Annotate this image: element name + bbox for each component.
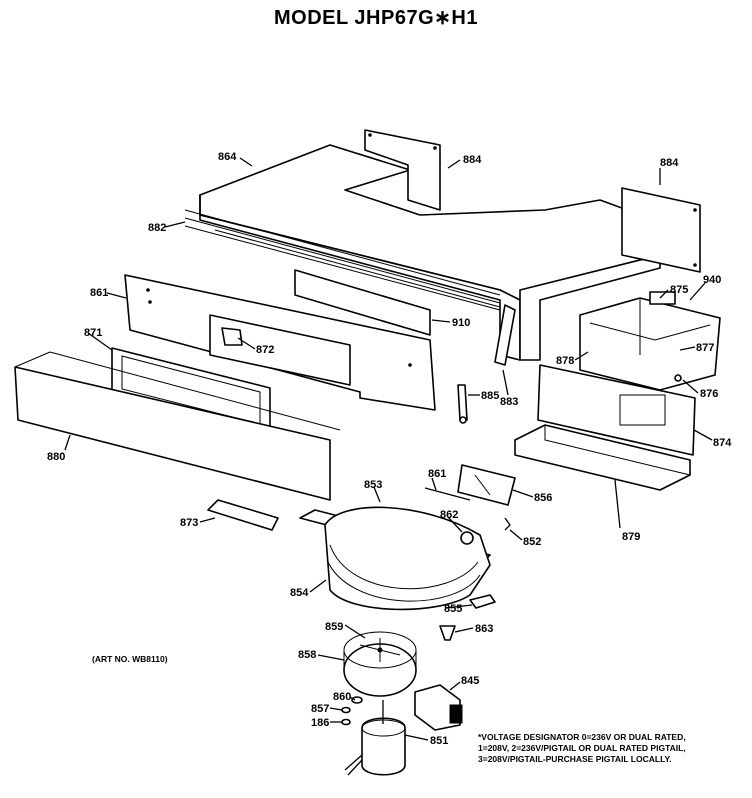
art-number: (ART NO. WB8110) bbox=[92, 654, 168, 664]
washer-860 bbox=[351, 696, 363, 704]
label-856: 856 bbox=[534, 492, 552, 504]
leader-lines bbox=[64, 157, 713, 741]
footnote-line-2: 1=208V, 2=236V/PIGTAIL OR DUAL RATED PIG… bbox=[478, 743, 686, 753]
label-845: 845 bbox=[461, 675, 479, 687]
label-885: 885 bbox=[481, 390, 499, 402]
switch-bracket-872 bbox=[209, 314, 351, 386]
bracket-873 bbox=[207, 499, 279, 531]
label-861-rod: 861 bbox=[428, 468, 446, 480]
label-860: 860 bbox=[333, 691, 351, 703]
label-852: 852 bbox=[523, 536, 541, 548]
rod-861 bbox=[424, 487, 471, 501]
label-864: 864 bbox=[218, 151, 237, 163]
page-title: MODEL JHP67G∗H1 bbox=[274, 7, 478, 29]
blower-wheel-858 bbox=[343, 631, 417, 697]
label-854: 854 bbox=[290, 587, 309, 599]
label-884-right: 884 bbox=[660, 157, 679, 169]
motor-851 bbox=[344, 700, 406, 776]
blower-housing-940 bbox=[579, 291, 721, 391]
label-882: 882 bbox=[148, 222, 166, 234]
bracket-855 bbox=[469, 594, 496, 609]
label-863: 863 bbox=[475, 623, 493, 635]
label-910: 910 bbox=[452, 317, 470, 329]
nut-186 bbox=[341, 718, 351, 726]
label-862: 862 bbox=[440, 509, 458, 521]
label-875: 875 bbox=[670, 284, 688, 296]
knob-863 bbox=[439, 625, 456, 641]
label-859: 859 bbox=[325, 621, 343, 633]
clip-852 bbox=[504, 517, 511, 531]
capacitor-845 bbox=[414, 684, 463, 731]
hood-back-panel-884 bbox=[364, 129, 441, 211]
label-874: 874 bbox=[713, 437, 732, 449]
side-panel-884 bbox=[621, 187, 701, 273]
label-872: 872 bbox=[256, 344, 274, 356]
footnote-line-3: 3=208V/PIGTAIL-PURCHASE PIGTAIL LOCALLY. bbox=[478, 754, 672, 764]
label-873: 873 bbox=[180, 517, 198, 529]
part-labels: 864 884 884 882 861 910 871 872 880 875 … bbox=[47, 151, 732, 747]
grommet-862 bbox=[460, 531, 474, 545]
label-855: 855 bbox=[444, 603, 462, 615]
label-858: 858 bbox=[298, 649, 316, 661]
label-884-left: 884 bbox=[463, 154, 482, 166]
label-880: 880 bbox=[47, 451, 65, 463]
label-857: 857 bbox=[311, 703, 329, 715]
clip-876 bbox=[674, 374, 682, 382]
hinge-885 bbox=[457, 384, 468, 424]
washer-857 bbox=[341, 706, 351, 714]
label-871: 871 bbox=[84, 327, 102, 339]
label-878: 878 bbox=[556, 355, 574, 367]
blower-scroll-854 bbox=[324, 506, 491, 611]
label-883: 883 bbox=[500, 396, 518, 408]
label-876: 876 bbox=[700, 388, 718, 400]
panel-874 bbox=[537, 364, 696, 456]
voltage-footnote: *VOLTAGE DESIGNATOR 0=236V OR DUAL RATED… bbox=[478, 732, 686, 764]
label-877: 877 bbox=[696, 342, 714, 354]
side-bracket-883 bbox=[494, 304, 516, 366]
label-851: 851 bbox=[430, 735, 448, 747]
front-panel-880 bbox=[14, 351, 341, 501]
footnote-line-1: *VOLTAGE DESIGNATOR 0=236V OR DUAL RATED… bbox=[478, 732, 686, 742]
label-853: 853 bbox=[364, 479, 382, 491]
filter-panel-910 bbox=[294, 269, 431, 336]
label-940: 940 bbox=[703, 274, 721, 286]
label-861-panel: 861 bbox=[90, 287, 108, 299]
label-879: 879 bbox=[622, 531, 640, 543]
base-channel-879 bbox=[514, 424, 691, 491]
label-186: 186 bbox=[311, 717, 329, 729]
light-lens-856 bbox=[457, 464, 516, 506]
